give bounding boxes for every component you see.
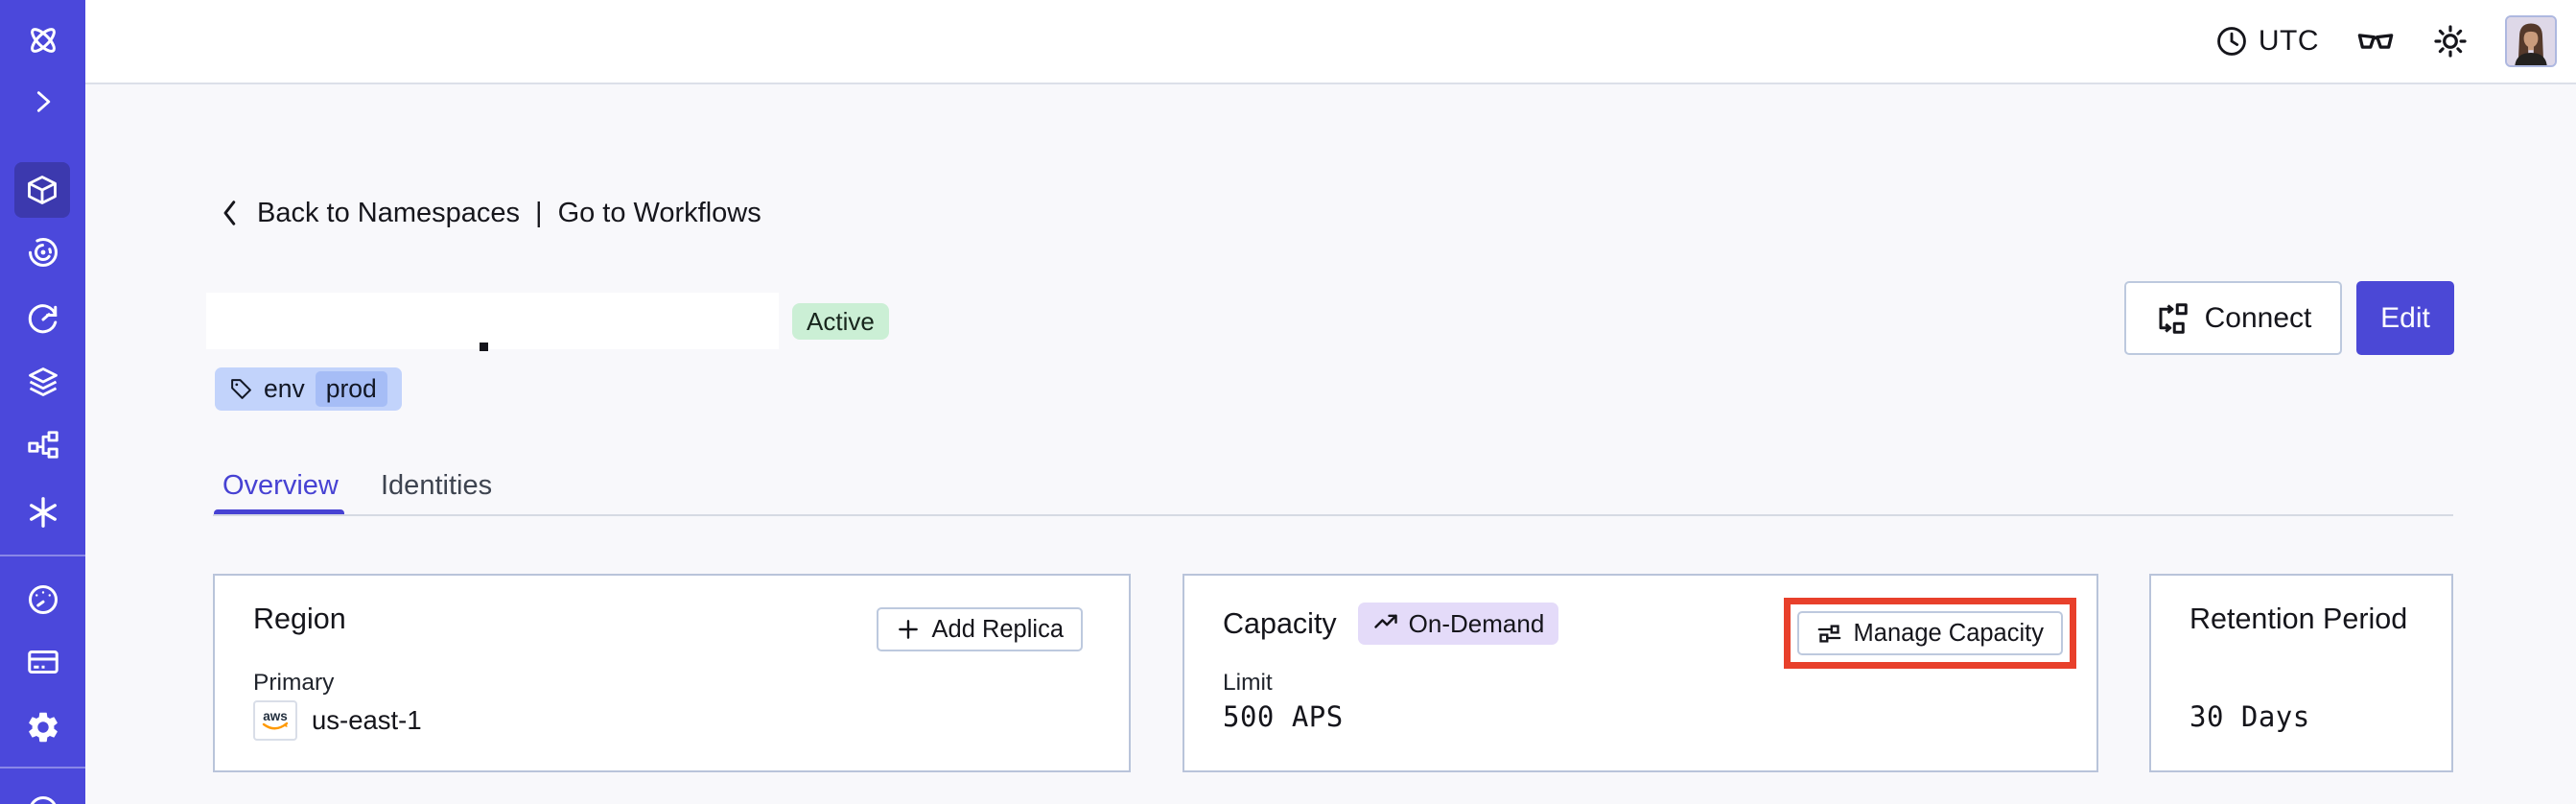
timezone-label: UTC: [2258, 25, 2319, 57]
region-value: us-east-1: [312, 705, 422, 735]
aws-provider-icon: aws: [253, 700, 297, 741]
add-replica-label: Add Replica: [931, 615, 1065, 643]
breadcrumb-back-link[interactable]: Back to Namespaces: [257, 197, 521, 228]
breadcrumb-workflows-link[interactable]: Go to Workflows: [557, 197, 761, 228]
sidebar-item-billing[interactable]: [0, 644, 85, 680]
ondemand-badge: On-Demand: [1357, 603, 1559, 645]
trending-up-icon: [1373, 614, 1397, 628]
schedules-icon: [28, 304, 57, 334]
clock-icon: [2216, 27, 2246, 56]
support-icon: [30, 796, 56, 804]
edit-button[interactable]: Edit: [2356, 281, 2454, 355]
capacity-value: 500 APS: [1223, 700, 1344, 733]
nexus-branch-icon: [27, 431, 59, 459]
connect-button-label: Connect: [2204, 301, 2312, 334]
sidebar-divider: [0, 767, 85, 769]
manage-capacity-button[interactable]: Manage Capacity: [1796, 611, 2063, 655]
active-tab-underline: [214, 509, 344, 516]
workflows-icon: [28, 238, 58, 267]
sidebar-item-settings[interactable]: [0, 708, 85, 746]
capacity-limit-label: Limit: [1223, 670, 1273, 696]
tag-key: env: [264, 374, 305, 403]
namespace-title-redacted: [206, 293, 779, 349]
usage-gauge-icon: [28, 585, 58, 614]
overview-cards: Region Add Replica Primary aws us-east-1…: [213, 574, 2453, 772]
data-converter-button[interactable]: [2355, 21, 2396, 61]
region-card: Region Add Replica Primary aws us-east-1: [213, 574, 1131, 772]
retention-card-title: Retention Period: [2190, 603, 2408, 635]
sidebar-item-support[interactable]: [0, 791, 85, 804]
breadcrumb-separator: |: [535, 197, 543, 228]
sidebar-item-usage[interactable]: [0, 581, 85, 618]
billing-card-icon: [27, 650, 59, 674]
sidebar-item-namespaces[interactable]: [14, 162, 70, 218]
theme-toggle-button[interactable]: [2432, 23, 2469, 59]
sidebar-item-batch-operations[interactable]: [0, 494, 85, 531]
status-badge: Active: [792, 303, 889, 340]
plus-icon: [898, 620, 918, 639]
deployments-layers-icon: [28, 367, 58, 396]
namespace-title-artifact-dot: [480, 343, 488, 351]
sidebar-item-nexus[interactable]: [0, 428, 85, 464]
add-replica-button[interactable]: Add Replica: [876, 607, 1083, 651]
back-chevron-icon[interactable]: [219, 199, 242, 227]
breadcrumb: Back to Namespaces | Go to Workflows: [219, 195, 761, 231]
retention-card: Retention Period 30 Days: [2149, 574, 2453, 772]
sidebar-item-schedules[interactable]: [0, 301, 85, 338]
capacity-card-title: Capacity On-Demand: [1223, 603, 1559, 645]
timezone-button[interactable]: UTC: [2215, 25, 2319, 58]
region-primary-label: Primary: [253, 670, 335, 696]
sidebar-divider: [0, 555, 85, 556]
retention-value: 30 Days: [2190, 700, 2310, 733]
tabs-divider: [213, 514, 2453, 516]
region-value-row: aws us-east-1: [253, 700, 422, 741]
ondemand-badge-label: On-Demand: [1408, 608, 1545, 638]
tag-value: prod: [315, 371, 387, 407]
batch-asterisk-icon: [29, 497, 57, 528]
avatar-image: [2507, 17, 2555, 65]
settings-gear-icon: [28, 712, 58, 743]
user-avatar[interactable]: [2505, 15, 2557, 67]
svg-text:aws: aws: [263, 709, 288, 723]
annotation-highlight-box: Manage Capacity: [1783, 598, 2076, 669]
connect-button[interactable]: Connect: [2124, 281, 2342, 355]
temporal-logo-icon[interactable]: [0, 21, 85, 59]
tab-overview[interactable]: Overview: [222, 470, 339, 501]
glasses-icon: [2357, 34, 2394, 49]
capacity-card: Capacity On-Demand Manage Capacity: [1183, 574, 2098, 772]
header-actions: Connect Edit: [2124, 281, 2454, 355]
sliders-icon: [1817, 624, 1840, 643]
capacity-title-text: Capacity: [1223, 606, 1337, 640]
tag-icon: [231, 379, 251, 399]
manage-capacity-label: Manage Capacity: [1853, 619, 2044, 647]
namespaces-cube-icon: [28, 176, 57, 204]
topbar: UTC: [85, 0, 2576, 84]
sidebar: [0, 0, 85, 804]
region-card-title: Region: [253, 603, 346, 635]
sidebar-item-workflows[interactable]: [0, 234, 85, 271]
sidebar-expand-icon[interactable]: [0, 84, 85, 119]
edit-button-label: Edit: [2380, 301, 2430, 334]
tab-identities[interactable]: Identities: [381, 470, 493, 501]
sun-icon: [2434, 25, 2467, 58]
connect-flow-icon: [2159, 302, 2188, 334]
sidebar-item-deployments[interactable]: [0, 364, 85, 400]
namespace-tag[interactable]: env prod: [215, 367, 402, 411]
